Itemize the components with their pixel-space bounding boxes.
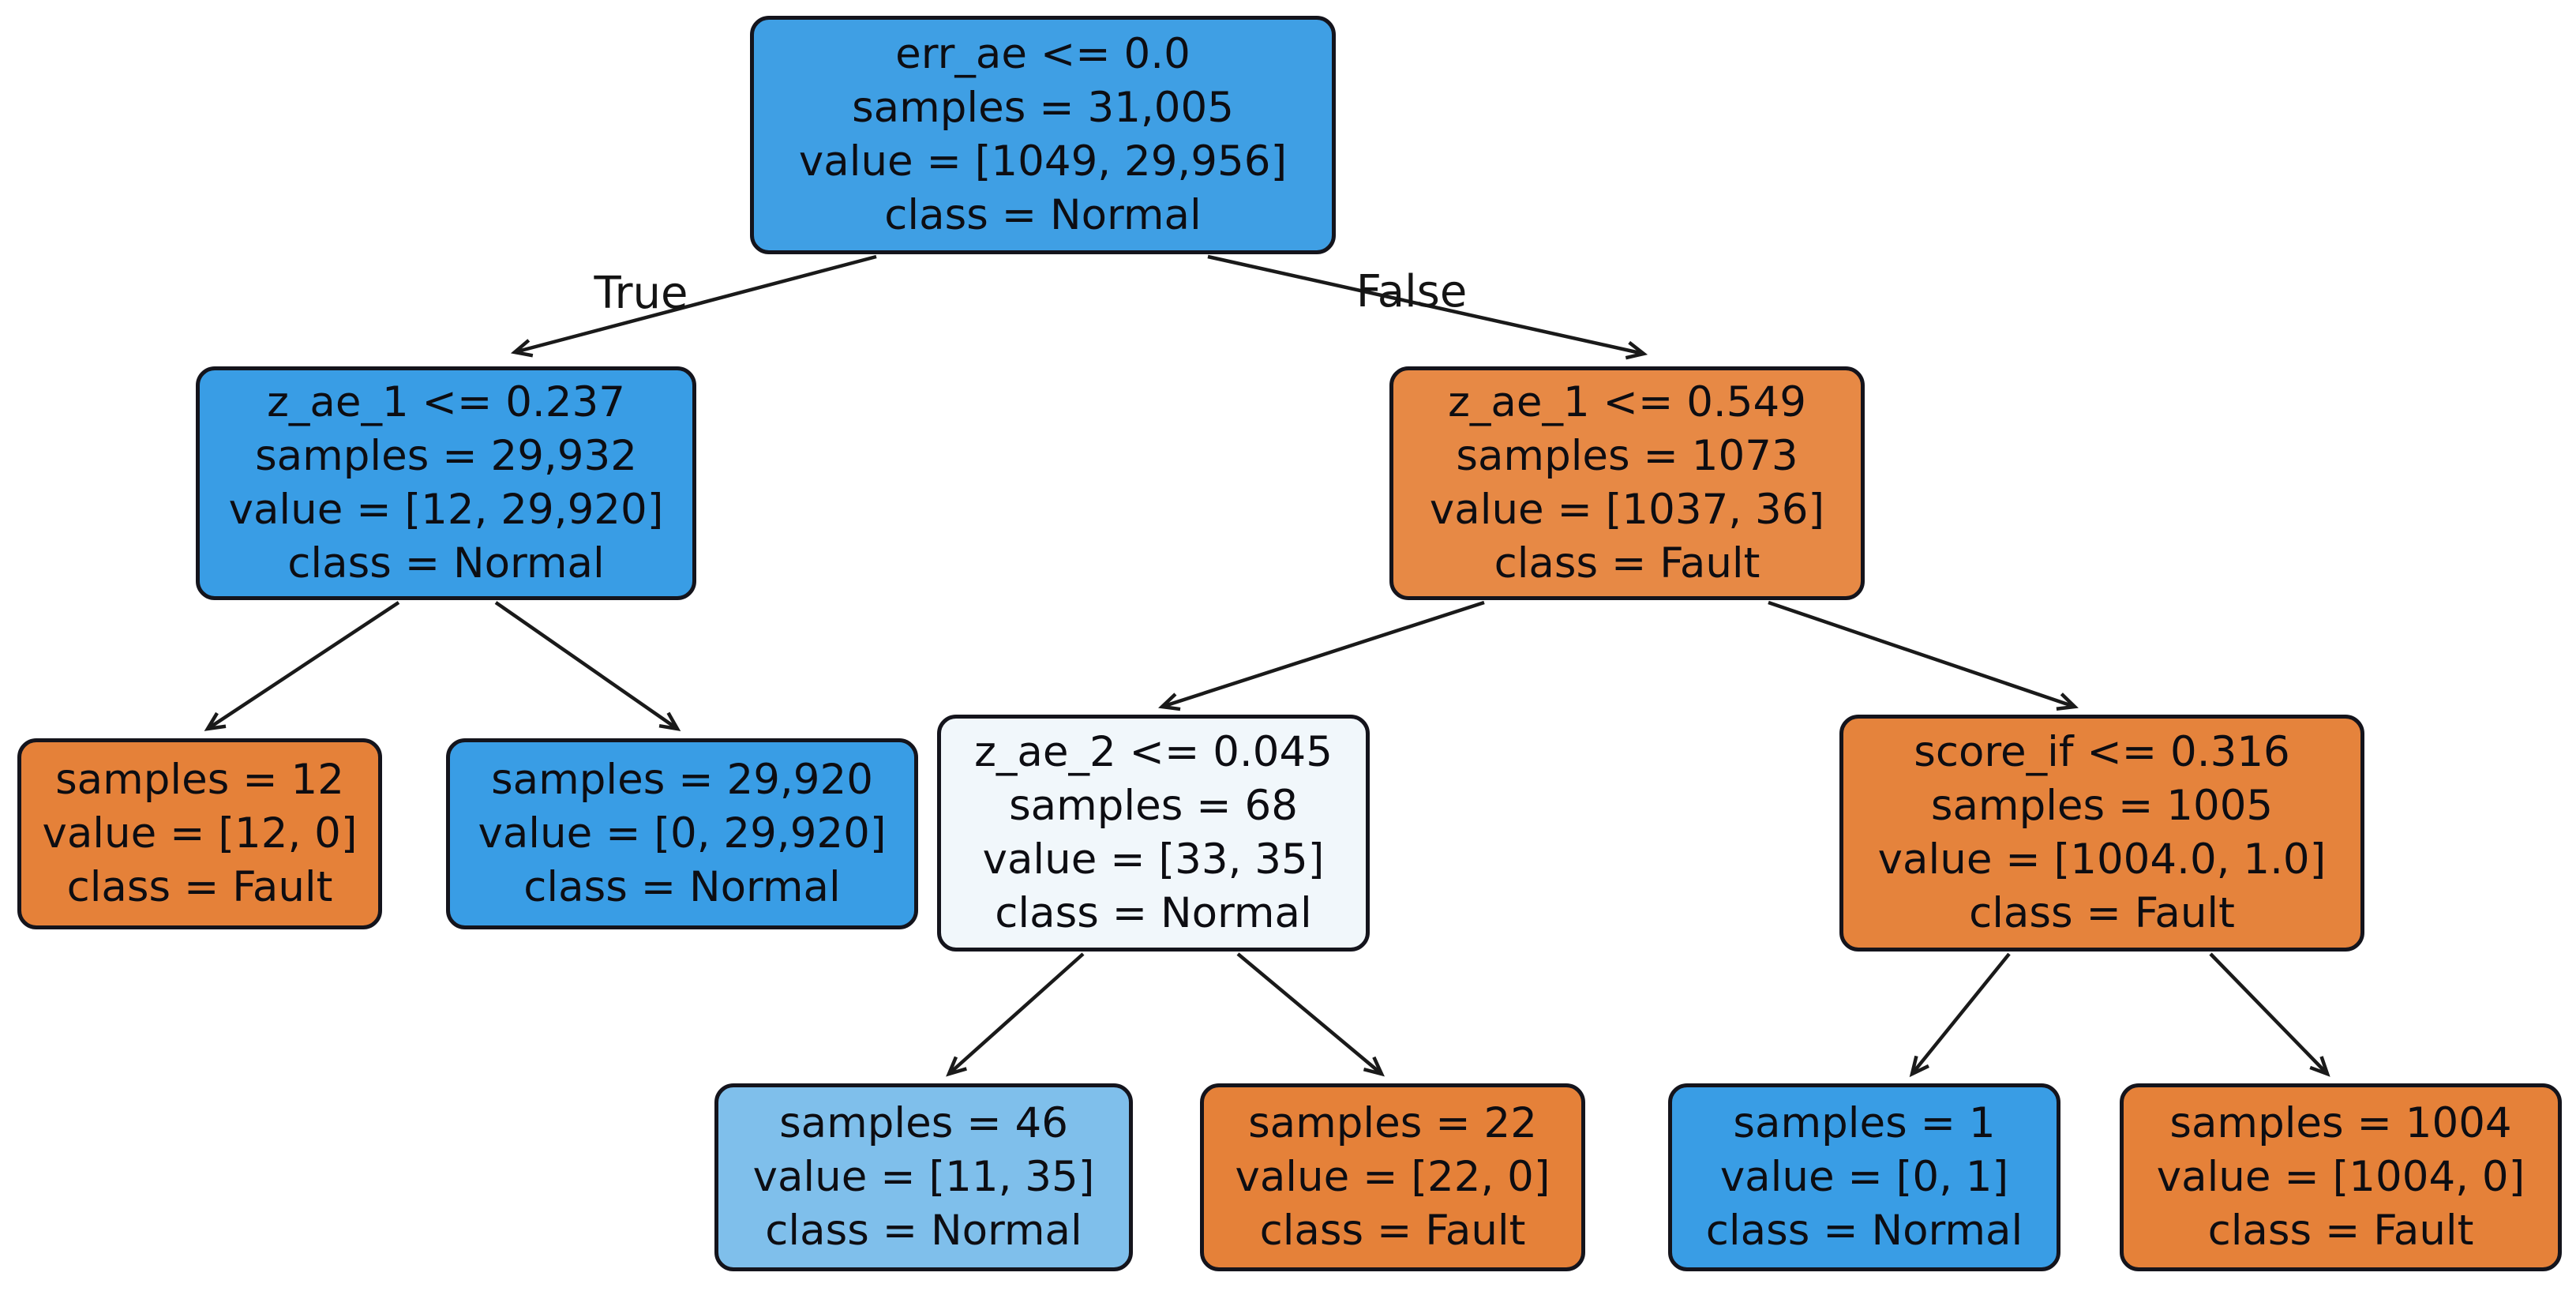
tree-node-root: err_ae <= 0.0 samples = 31,005 value = [… [750, 16, 1336, 254]
edge-label-true: True [594, 268, 688, 319]
node-samples: samples = 22 [1248, 1099, 1537, 1147]
edge-r-to-rr [1768, 600, 2079, 711]
node-value: value = [1049, 29,956] [798, 137, 1288, 186]
edge-label-false: False [1355, 266, 1468, 317]
tree-node-right-left: z_ae_2 <= 0.045 samples = 68 value = [33… [937, 715, 1370, 952]
node-class: class = Fault [66, 863, 333, 911]
tree-leaf-fault-22: samples = 22 value = [22, 0] class = Fau… [1200, 1083, 1585, 1271]
node-samples: samples = 46 [779, 1099, 1068, 1147]
node-condition: z_ae_2 <= 0.045 [974, 728, 1333, 776]
node-value: value = [1004.0, 1.0] [1877, 835, 2327, 884]
node-samples: samples = 1005 [1930, 782, 2274, 830]
node-samples: samples = 29,932 [255, 432, 637, 480]
node-samples: samples = 29,920 [491, 756, 873, 804]
node-class: class = Normal [884, 191, 1202, 239]
node-class: class = Normal [287, 539, 605, 587]
tree-leaf-normal-46: samples = 46 value = [11, 35] class = No… [714, 1083, 1133, 1271]
node-samples: samples = 68 [1009, 782, 1298, 830]
node-class: class = Fault [1494, 539, 1760, 587]
node-value: value = [12, 0] [42, 809, 358, 858]
tree-leaf-fault-12: samples = 12 value = [12, 0] class = Fau… [17, 738, 382, 929]
edge-root-to-left [510, 254, 877, 358]
edge-l-to-ll [204, 601, 400, 731]
edge-rl-to-rll [946, 952, 1085, 1077]
node-class: class = Fault [1969, 889, 2235, 937]
node-samples: samples = 1 [1733, 1099, 1996, 1147]
node-condition: err_ae <= 0.0 [895, 30, 1191, 78]
tree-node-left: z_ae_1 <= 0.237 samples = 29,932 value =… [196, 366, 696, 600]
node-samples: samples = 1004 [2169, 1099, 2512, 1147]
node-value: value = [22, 0] [1235, 1153, 1550, 1201]
edge-rr-to-rrr [2209, 952, 2330, 1077]
node-condition: score_if <= 0.316 [1914, 728, 2290, 776]
node-class: class = Normal [523, 863, 841, 911]
edge-r-to-rl [1158, 600, 1485, 711]
node-value: value = [12, 29,920] [228, 486, 664, 534]
node-value: value = [0, 29,920] [478, 809, 887, 858]
tree-node-right-right: score_if <= 0.316 samples = 1005 value =… [1839, 715, 2364, 952]
node-class: class = Fault [2207, 1207, 2474, 1255]
tree-node-right: z_ae_1 <= 0.549 samples = 1073 value = [… [1389, 366, 1865, 600]
edge-rr-to-rrl [1909, 952, 2011, 1078]
node-value: value = [1037, 36] [1429, 486, 1825, 534]
node-value: value = [33, 35] [982, 835, 1325, 884]
node-class: class = Normal [765, 1207, 1082, 1255]
node-condition: z_ae_1 <= 0.549 [1448, 378, 1806, 426]
node-value: value = [11, 35] [752, 1153, 1095, 1201]
node-condition: z_ae_1 <= 0.237 [267, 378, 625, 426]
node-samples: samples = 1073 [1456, 432, 1798, 480]
node-value: value = [1004, 0] [2156, 1153, 2525, 1201]
node-class: class = Normal [995, 889, 1312, 937]
tree-leaf-fault-1004: samples = 1004 value = [1004, 0] class =… [2120, 1083, 2562, 1271]
edge-l-to-lr [494, 601, 681, 731]
node-samples: samples = 31,005 [852, 84, 1234, 132]
edge-rl-to-rlr [1236, 952, 1385, 1077]
tree-leaf-normal-1: samples = 1 value = [0, 1] class = Norma… [1668, 1083, 2060, 1271]
node-class: class = Normal [1705, 1207, 2023, 1255]
edge-root-to-right [1207, 254, 1648, 360]
tree-leaf-normal-29920: samples = 29,920 value = [0, 29,920] cla… [446, 738, 918, 929]
node-samples: samples = 12 [55, 756, 344, 804]
node-value: value = [0, 1] [1719, 1153, 2009, 1201]
node-class: class = Fault [1259, 1207, 1526, 1255]
